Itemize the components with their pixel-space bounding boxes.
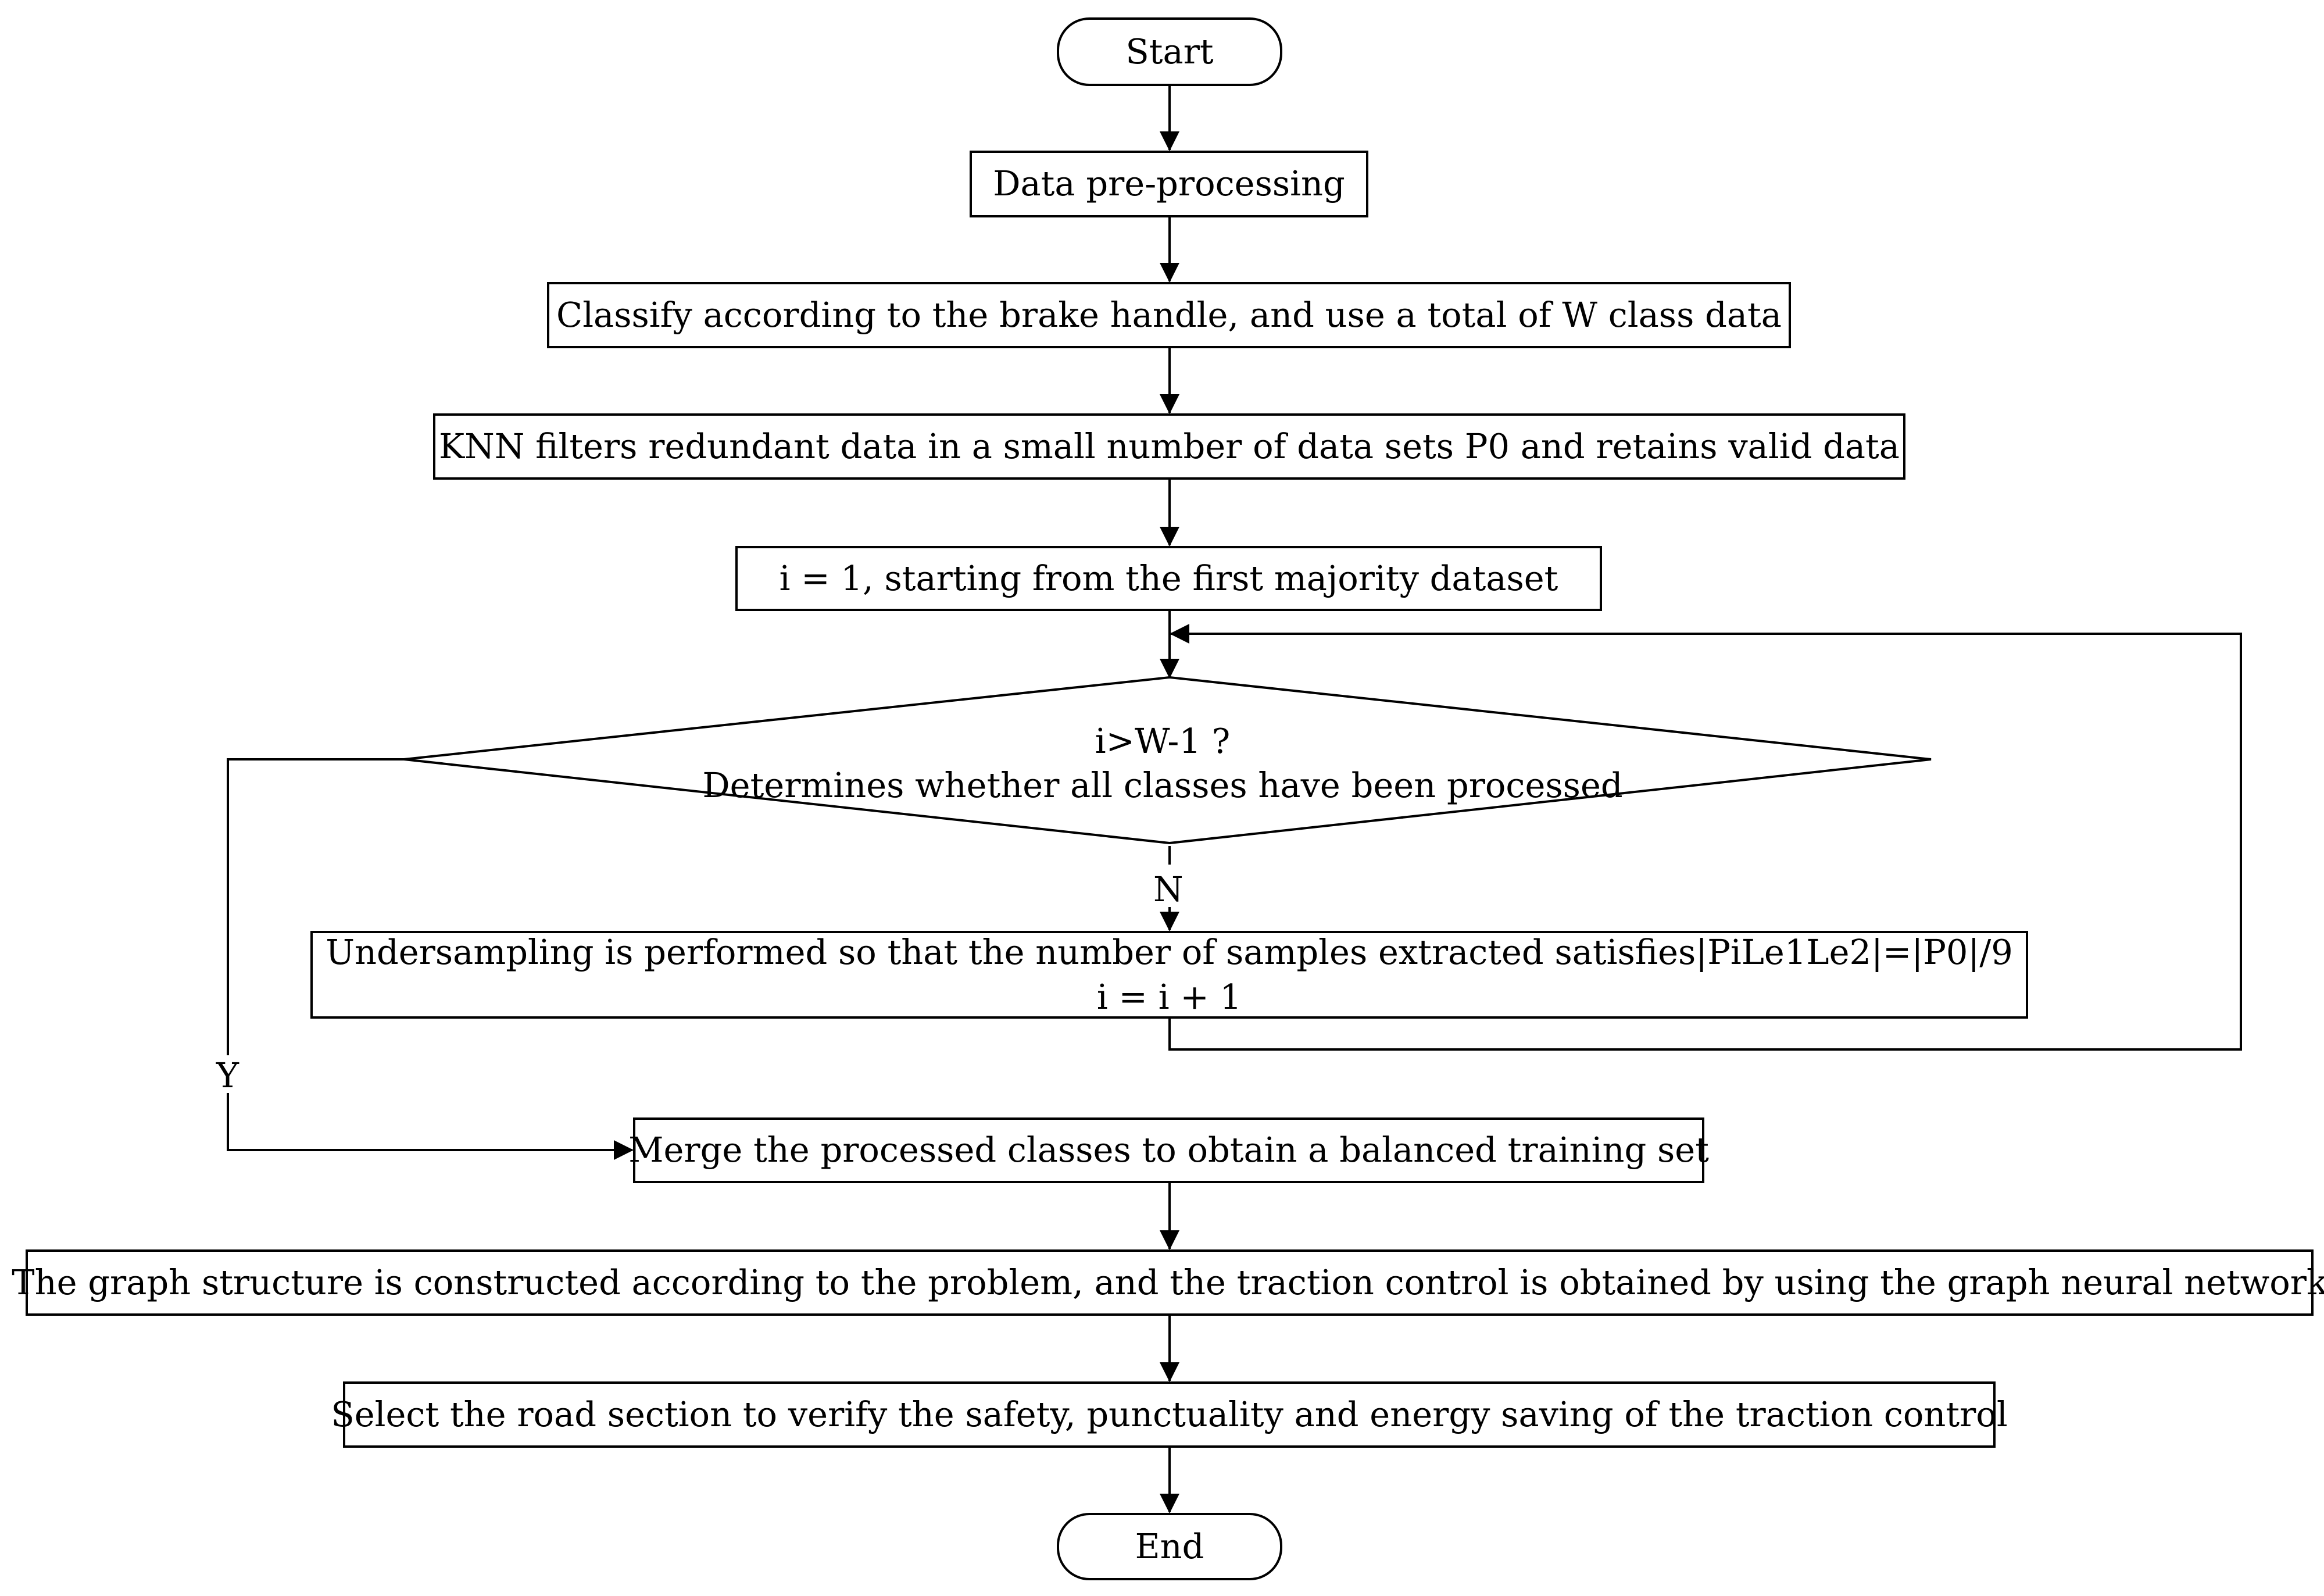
end-terminal: End — [1057, 1513, 1282, 1580]
yes-branch-label: Y — [216, 1055, 239, 1095]
decision-question: i>W-1 ? — [1095, 721, 1231, 761]
start-terminal: Start — [1057, 17, 1282, 86]
decision-description: Determines whether all classes have been… — [702, 765, 1623, 805]
yes-branch-connector-lower — [227, 1093, 634, 1160]
yes-branch-connector — [227, 758, 404, 1055]
undersample-step: Undersampling is performed so that the n… — [310, 931, 2028, 1019]
undersample-condition: Undersampling is performed so that the n… — [326, 931, 2013, 972]
graph-construction-step: The graph structure is constructed accor… — [12, 1249, 2324, 1316]
verify-step: Select the road section to verify the sa… — [331, 1381, 2008, 1448]
no-branch-label: N — [1153, 869, 1184, 909]
init-index-step: i = 1, starting from the first majority … — [735, 546, 1602, 611]
preprocess-step: Data pre-processing — [970, 151, 1368, 217]
classify-step: Classify according to the brake handle, … — [547, 282, 1791, 348]
undersample-increment: i = i + 1 — [1096, 976, 1242, 1017]
merge-step: Merge the processed classes to obtain a … — [628, 1117, 1709, 1183]
knn-filter-step: KNN filters redundant data in a small nu… — [433, 413, 1905, 480]
decision-diamond — [403, 676, 1932, 845]
loop-back-connector — [1168, 624, 2242, 1051]
